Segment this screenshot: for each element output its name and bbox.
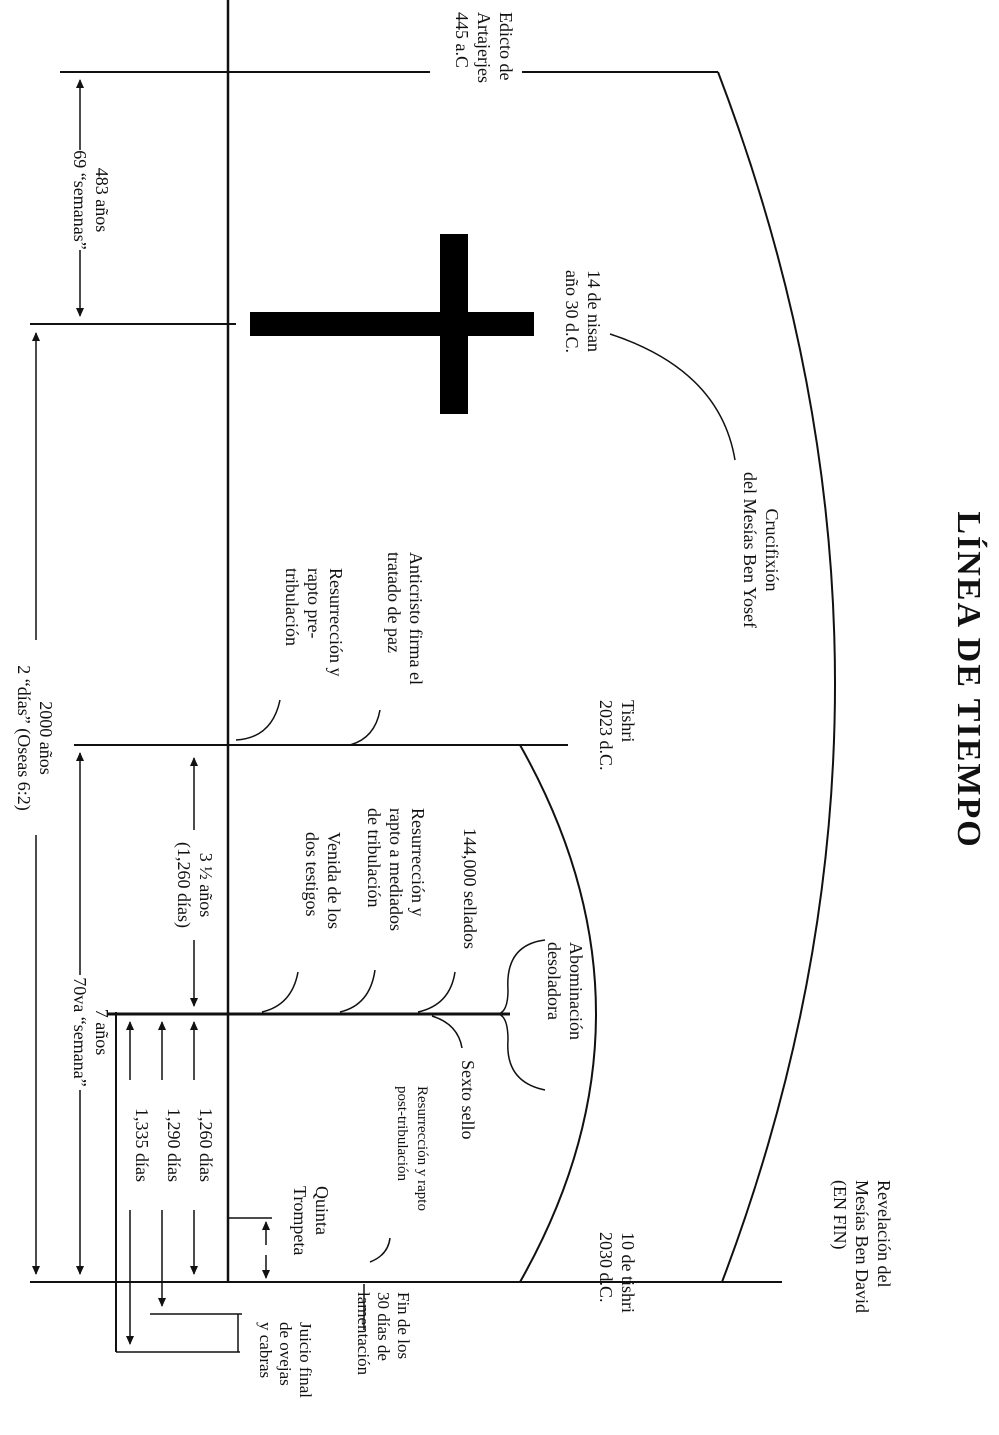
arc-first-to-second-coming xyxy=(717,71,836,1283)
label-abominacion: Abominación desoladora xyxy=(544,942,586,1040)
curve-sexto-sello xyxy=(431,1015,463,1049)
svg-text:tratado de paz: tratado de paz xyxy=(384,552,404,653)
svg-text:del Mesías Ben Yosef: del Mesías Ben Yosef xyxy=(740,472,760,628)
curve-rapto-pre xyxy=(235,699,281,741)
cross-vertical-bar xyxy=(250,312,534,336)
label-quinta-trompeta: Quinta Trompeta xyxy=(290,1186,332,1255)
svg-text:70va “semana”: 70va “semana” xyxy=(70,977,90,1086)
svg-text:Mesías Ben David: Mesías Ben David xyxy=(852,1180,872,1313)
svg-text:año 30 d.C.: año 30 d.C. xyxy=(562,270,582,353)
label-anticristo: Anticristo firma el tratado de paz xyxy=(384,552,426,685)
label-7-anos: 7 años 70va “semana” xyxy=(70,977,112,1086)
label-2000-anos: 2000 años 2 “días” (Oseas 6:2) xyxy=(13,665,56,810)
label-edicto: Edicto de Artajerjes 445 a.C xyxy=(452,12,516,83)
label-revelacion: Revelación del Mesías Ben David (EN FIN) xyxy=(829,1180,894,1313)
svg-text:1,260 días: 1,260 días xyxy=(196,1108,216,1182)
svg-text:14 de nisan: 14 de nisan xyxy=(584,270,604,352)
svg-text:2 “días” (Oseas 6:2): 2 “días” (Oseas 6:2) xyxy=(13,665,34,810)
label-tishri-2030: 10 de tishri 2030 d.C. xyxy=(596,1232,638,1313)
svg-text:Abominación: Abominación xyxy=(566,942,586,1040)
label-crucifixion: Crucifixión del Mesías Ben Yosef xyxy=(740,472,782,628)
label-rapto-pre: Resurrección y rapto pre- tribulación xyxy=(282,568,346,676)
svg-text:Fin de los: Fin de los xyxy=(394,1292,413,1359)
svg-text:2023 d.C.: 2023 d.C. xyxy=(596,700,616,771)
svg-text:7 años: 7 años xyxy=(92,1009,112,1056)
svg-text:Quinta: Quinta xyxy=(312,1186,332,1235)
svg-text:y cabras: y cabras xyxy=(256,1322,275,1378)
svg-text:dos testigos: dos testigos xyxy=(302,832,322,917)
svg-text:de tribulación: de tribulación xyxy=(364,808,384,907)
svg-text:Resurrección y rapto: Resurrección y rapto xyxy=(414,1086,430,1211)
svg-text:Anticristo firma el: Anticristo firma el xyxy=(406,552,426,685)
curve-rapto-post xyxy=(369,1237,391,1263)
svg-text:Resurrección y: Resurrección y xyxy=(408,808,428,916)
curve-testigos xyxy=(261,971,299,1013)
cross-horizontal-bar xyxy=(440,234,468,414)
arc-crucifixion xyxy=(609,333,736,461)
svg-text:445 a.C: 445 a.C xyxy=(452,12,472,68)
svg-text:post-tribulación: post-tribulación xyxy=(394,1086,410,1181)
label-sexto-sello: Sexto sello xyxy=(458,1060,478,1140)
label-1335-dias: 1,335 días xyxy=(132,1108,152,1182)
svg-text:10 de tishri: 10 de tishri xyxy=(618,1232,638,1313)
svg-text:de ovejas: de ovejas xyxy=(276,1322,295,1386)
svg-text:Revelación del: Revelación del xyxy=(874,1180,894,1287)
svg-text:rapto pre-: rapto pre- xyxy=(304,568,324,638)
svg-text:Crucifixión: Crucifixión xyxy=(762,509,782,592)
svg-text:Venida de los: Venida de los xyxy=(324,832,344,929)
svg-text:Resurrección y: Resurrección y xyxy=(326,568,346,676)
svg-text:Tishri: Tishri xyxy=(618,700,638,742)
label-testigos: Venida de los dos testigos xyxy=(302,832,344,929)
curve-anticristo xyxy=(349,709,381,746)
label-rapto-post: Resurrección y rapto post-tribulación xyxy=(394,1086,430,1211)
label-rapto-medio: Resurrección y rapto a mediados de tribu… xyxy=(364,808,428,931)
svg-text:69 “semanas”: 69 “semanas” xyxy=(70,150,90,249)
label-fin-30-dias: Fin de los 30 días de lamentación xyxy=(354,1292,413,1376)
arc-tribulation xyxy=(519,744,597,1283)
label-14-nisan: 14 de nisan año 30 d.C. xyxy=(562,270,604,353)
diagram-title: LÍNEA DE TIEMPO xyxy=(950,511,987,848)
svg-text:(1,260 días): (1,260 días) xyxy=(173,842,194,928)
label-tishri-2023: Tishri 2023 d.C. xyxy=(596,700,638,771)
svg-text:3 ½ años: 3 ½ años xyxy=(196,853,216,918)
label-483-anos: 483 años 69 “semanas” xyxy=(70,150,112,249)
label-144000: 144,000 sellados xyxy=(460,828,480,949)
svg-text:Artajerjes: Artajerjes xyxy=(474,12,494,83)
curve-rapto-medio xyxy=(339,969,376,1013)
svg-text:Sexto sello: Sexto sello xyxy=(458,1060,478,1140)
svg-text:2000 años: 2000 años xyxy=(36,701,56,775)
svg-text:1,335 días: 1,335 días xyxy=(132,1108,152,1182)
curve-sellados xyxy=(417,971,456,1013)
svg-text:30 días de: 30 días de xyxy=(374,1292,393,1361)
svg-text:tribulación: tribulación xyxy=(282,568,302,646)
svg-text:2030 d.C.: 2030 d.C. xyxy=(596,1232,616,1303)
svg-text:144,000 sellados: 144,000 sellados xyxy=(460,828,480,949)
svg-text:Juicio final: Juicio final xyxy=(296,1322,315,1398)
svg-text:lamentación: lamentación xyxy=(354,1292,373,1376)
label-1290-dias: 1,290 días xyxy=(164,1108,184,1182)
svg-text:desoladora: desoladora xyxy=(544,942,564,1020)
svg-text:483 años: 483 años xyxy=(92,168,112,233)
svg-text:Edicto de: Edicto de xyxy=(496,12,516,80)
svg-text:Trompeta: Trompeta xyxy=(290,1186,310,1255)
bracket-abominacion xyxy=(497,939,546,1091)
label-1260-dias: 1,260 días xyxy=(196,1108,216,1182)
label-3-5-anos: 3 ½ años (1,260 días) xyxy=(173,842,216,928)
svg-text:1,290 días: 1,290 días xyxy=(164,1108,184,1182)
svg-text:(EN FIN): (EN FIN) xyxy=(829,1180,850,1250)
label-juicio-final: Juicio final de ovejas y cabras xyxy=(256,1322,315,1398)
svg-text:rapto a mediados: rapto a mediados xyxy=(386,808,406,931)
